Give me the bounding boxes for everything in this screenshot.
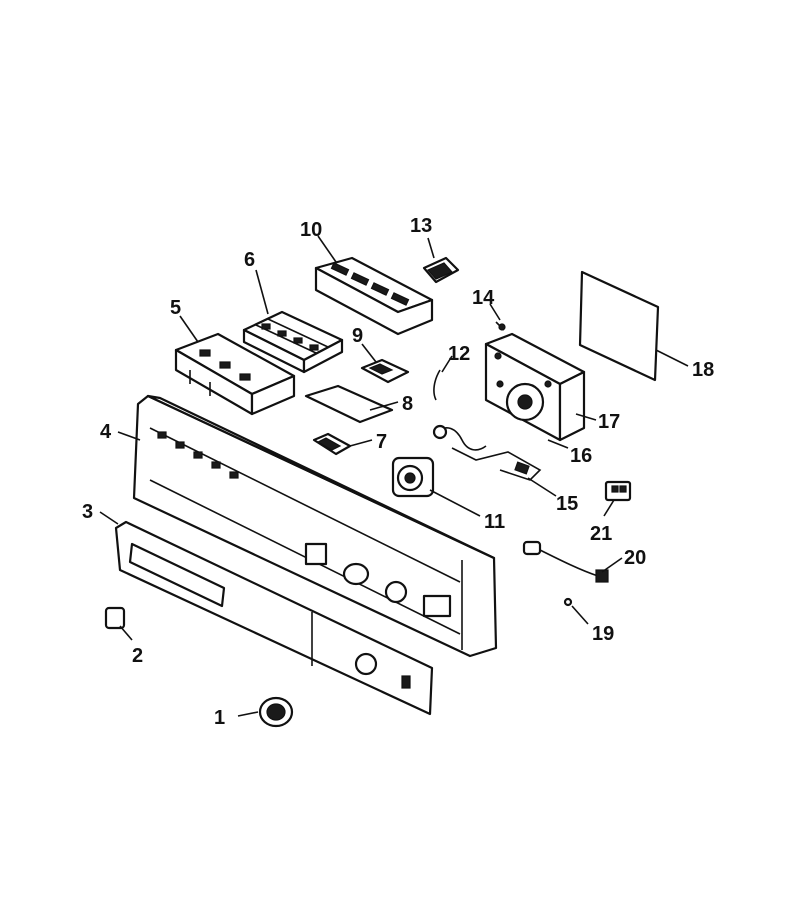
callout-13: 13 bbox=[410, 215, 432, 237]
part-6-switch-block bbox=[242, 310, 344, 374]
part-20-power-cord bbox=[522, 540, 609, 583]
callout-16: 16 bbox=[570, 445, 592, 467]
callout-5: 5 bbox=[170, 297, 181, 319]
part-18-panel bbox=[578, 270, 660, 382]
part-14-screw bbox=[495, 321, 506, 331]
callout-20: 20 bbox=[624, 547, 646, 569]
part-13-cap bbox=[422, 256, 460, 284]
part-10-bracket bbox=[314, 256, 434, 336]
callout-2: 2 bbox=[132, 645, 143, 667]
part-1-knob bbox=[258, 696, 294, 728]
callout-4: 4 bbox=[100, 421, 112, 443]
part-15-wire-harness bbox=[451, 447, 542, 481]
part-12-rod bbox=[433, 369, 441, 401]
part-8-plate bbox=[304, 384, 394, 424]
part-21-relay bbox=[604, 480, 632, 502]
part-5-control-module bbox=[174, 332, 296, 416]
callout-19: 19 bbox=[592, 623, 614, 645]
callout-12: 12 bbox=[448, 343, 470, 365]
callout-15: 15 bbox=[556, 493, 578, 515]
callout-17: 17 bbox=[598, 411, 620, 433]
callout-3: 3 bbox=[82, 501, 93, 523]
callout-8: 8 bbox=[402, 393, 413, 415]
part-3-faceplate bbox=[114, 520, 434, 716]
callout-21: 21 bbox=[590, 523, 612, 545]
callout-9: 9 bbox=[352, 325, 363, 347]
part-11-motor bbox=[391, 456, 435, 498]
callout-14: 14 bbox=[472, 287, 495, 309]
callout-7: 7 bbox=[376, 431, 387, 453]
callout-11: 11 bbox=[484, 511, 505, 533]
part-7-switch bbox=[312, 432, 352, 456]
callout-10: 10 bbox=[300, 219, 322, 241]
part-17-timer bbox=[484, 332, 586, 442]
callout-6: 6 bbox=[244, 249, 255, 271]
leader-lines bbox=[99, 235, 689, 717]
part-2-button bbox=[104, 606, 126, 630]
part-19-screw bbox=[563, 597, 573, 607]
part-16-harness bbox=[432, 424, 487, 451]
part-9-clip bbox=[360, 358, 410, 384]
part-4-control-housing bbox=[132, 394, 498, 658]
callout-18: 18 bbox=[692, 359, 714, 381]
callout-labels: 1 2 3 4 5 6 7 8 9 10 11 12 13 14 15 16 1… bbox=[82, 215, 714, 729]
callout-1: 1 bbox=[214, 707, 225, 729]
